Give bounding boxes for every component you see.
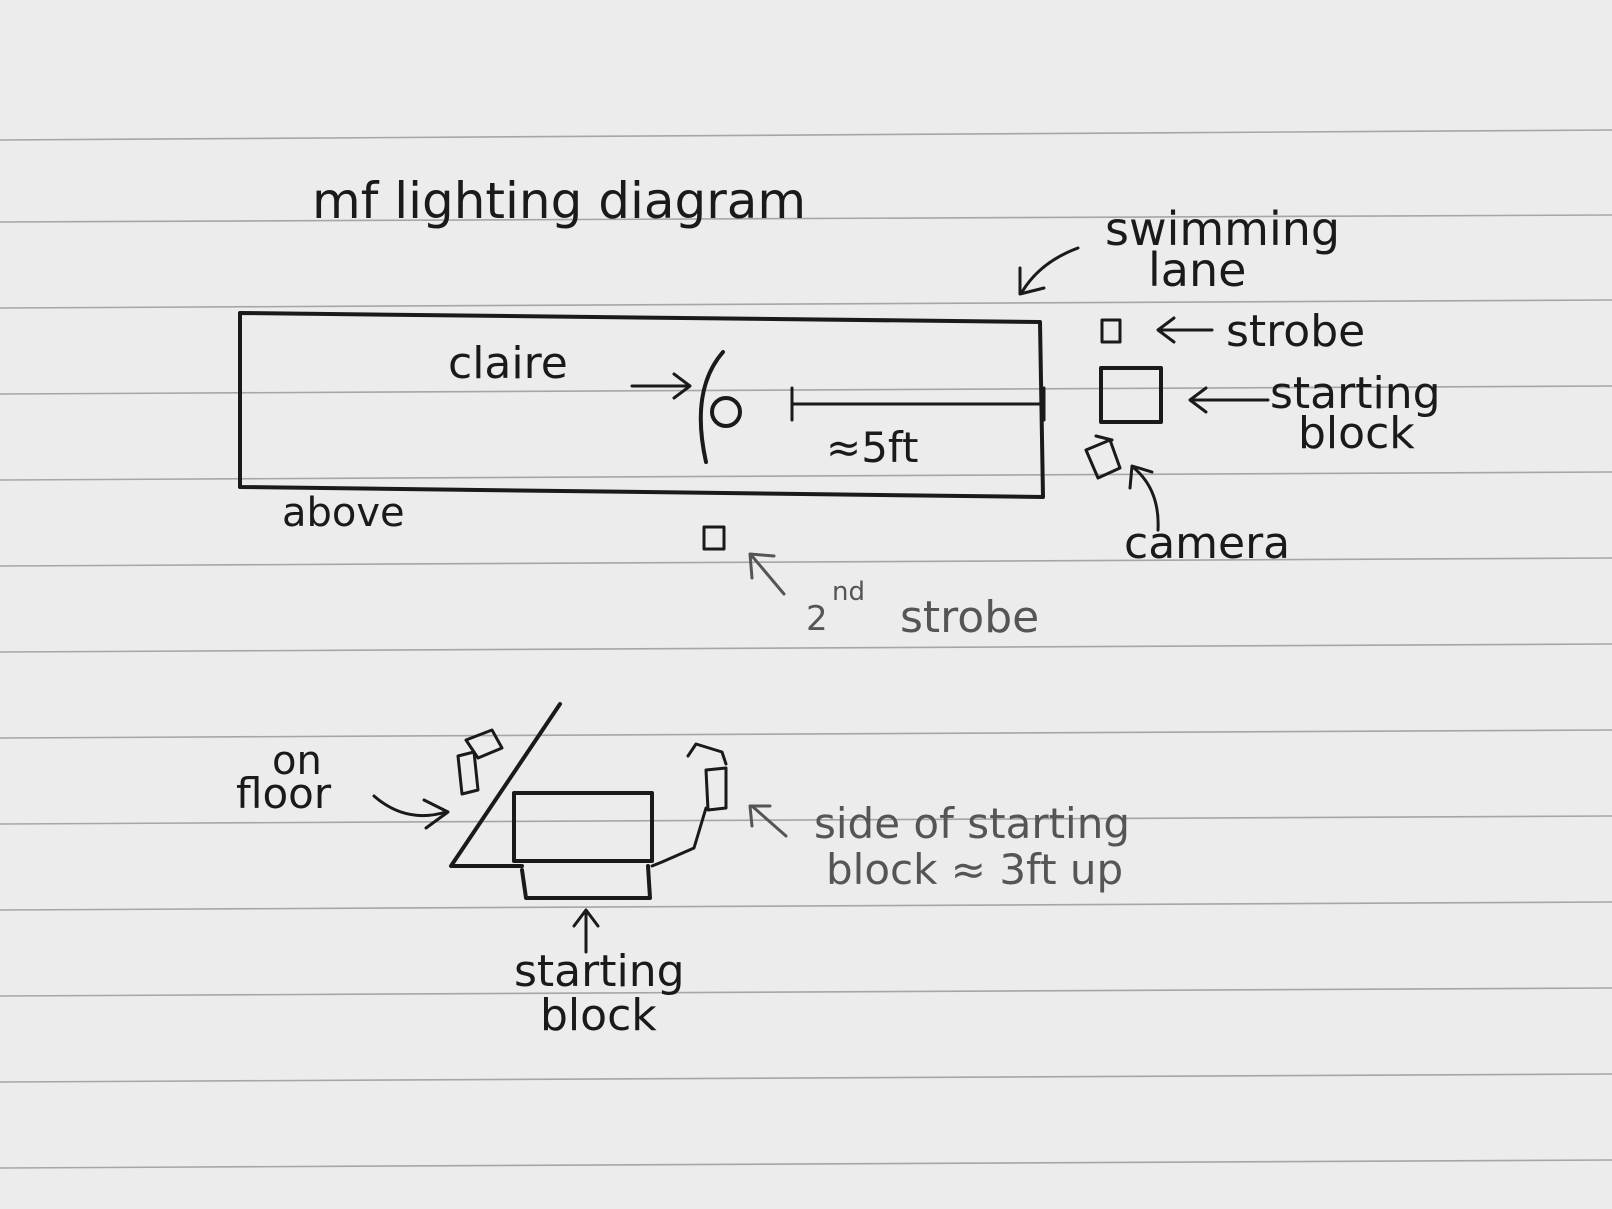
ruled-lines bbox=[0, 129, 1612, 1169]
swimming-lane-label-line1: swimming bbox=[1105, 202, 1340, 256]
second-strobe-ordinal: 2 bbox=[806, 599, 828, 639]
starting-block-top-icon bbox=[1099, 366, 1163, 424]
second-strobe-arrow bbox=[748, 552, 786, 596]
strobe-label: strobe bbox=[1226, 306, 1365, 357]
distance-dimension-line bbox=[790, 386, 1046, 422]
on-floor-arrow bbox=[372, 794, 450, 830]
starting-block-side-label-line1: starting bbox=[514, 946, 685, 997]
swimming-lane-label-line2: lane bbox=[1148, 243, 1246, 297]
starting-block-side-label-line2: block bbox=[540, 990, 657, 1041]
view-label-above: above bbox=[282, 490, 405, 536]
camera-arrow bbox=[1128, 464, 1160, 532]
side-note-line1: side of starting bbox=[814, 799, 1130, 848]
diagram-title: mf lighting diagram bbox=[312, 172, 806, 230]
side-note-arrow bbox=[748, 804, 788, 838]
side-note-line2: block ≈ 3ft up bbox=[826, 845, 1123, 894]
on-floor-label-line1: on bbox=[272, 738, 322, 784]
top-view: swimming lane claire ≈5ft above bbox=[238, 202, 1441, 643]
camera-top-icon bbox=[1084, 434, 1122, 480]
strobe-arrow bbox=[1156, 316, 1214, 344]
starting-block-top-label-line2: block bbox=[1298, 408, 1415, 459]
second-strobe-icon bbox=[702, 525, 726, 551]
claire-arrow bbox=[630, 372, 692, 400]
swimming-lane-outline bbox=[238, 311, 1045, 499]
second-strobe-superscript: nd bbox=[832, 577, 865, 607]
floor-slope-line bbox=[449, 702, 562, 868]
starting-block-side-arrow bbox=[572, 908, 600, 954]
floor-camera-icon bbox=[456, 728, 504, 796]
second-strobe-label: strobe bbox=[900, 592, 1039, 643]
side-view: on floor side of starting block ≈ 3ft up… bbox=[236, 702, 1130, 1041]
swimming-lane-arrow bbox=[1018, 246, 1080, 296]
claire-label: claire bbox=[448, 338, 568, 389]
starting-block-top-label-line1: starting bbox=[1270, 368, 1441, 419]
starting-block-side-base bbox=[520, 864, 652, 900]
distance-label: ≈5ft bbox=[826, 423, 918, 472]
starting-block-top-arrow bbox=[1188, 386, 1270, 414]
swimmer-figure-icon bbox=[698, 350, 742, 464]
on-floor-label-line2: floor bbox=[236, 769, 332, 818]
camera-label: camera bbox=[1124, 518, 1290, 569]
side-strobe-icon bbox=[650, 742, 728, 868]
starting-block-side-icon bbox=[512, 791, 654, 863]
strobe-icon bbox=[1100, 318, 1122, 344]
